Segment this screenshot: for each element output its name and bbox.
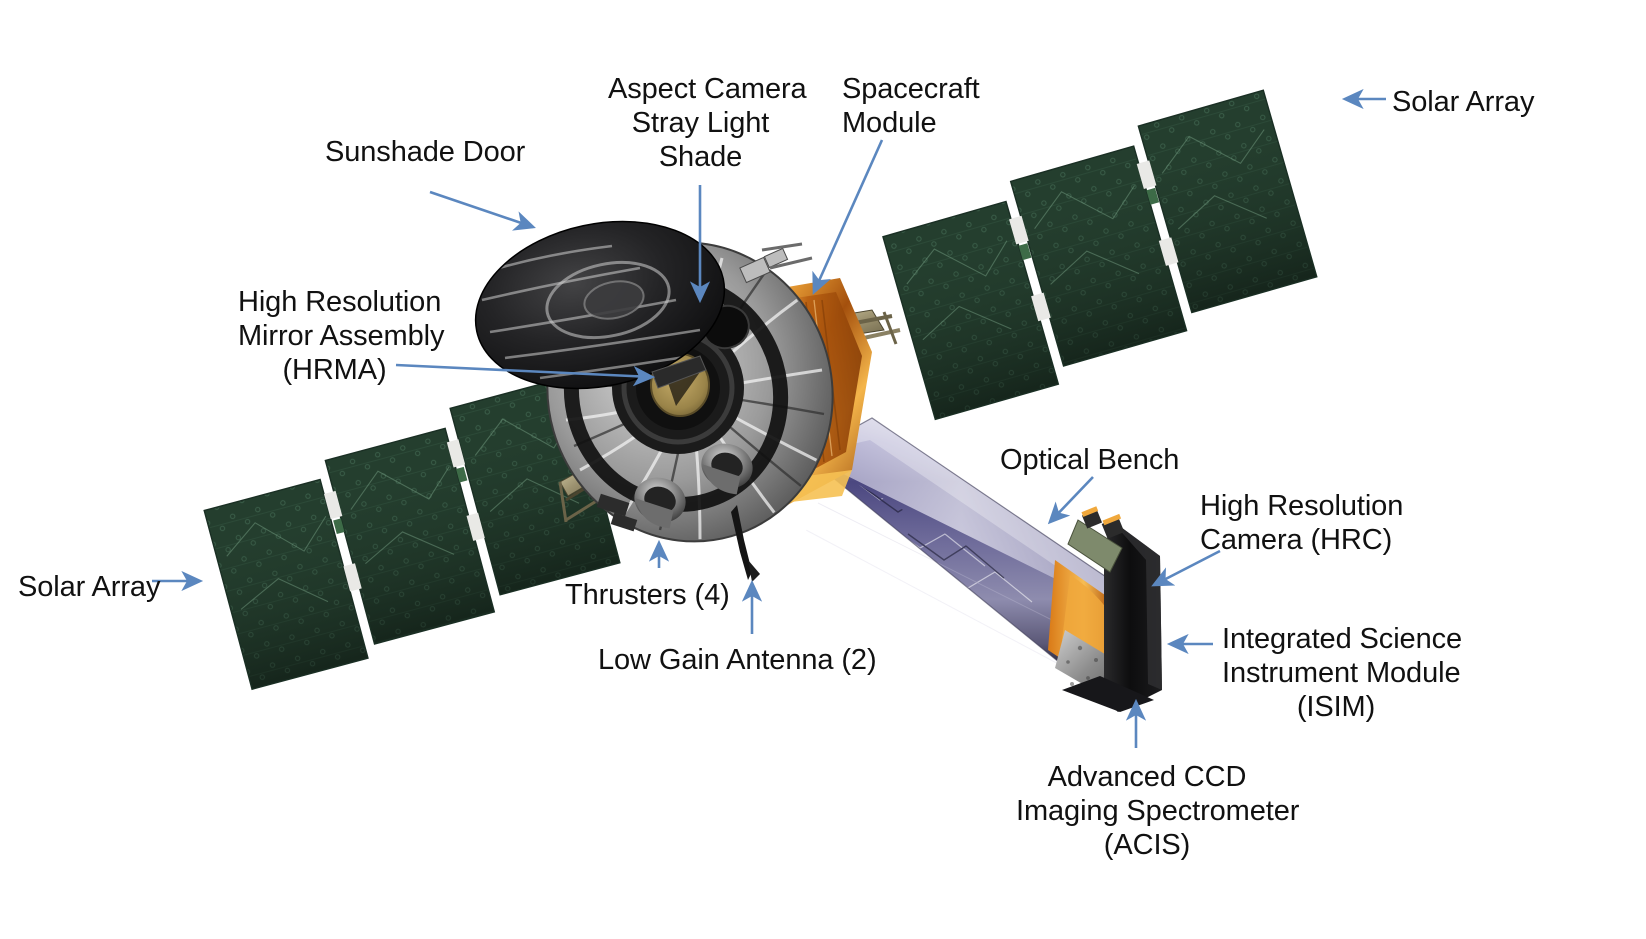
thrusters-graphic [596, 443, 753, 532]
label-low-gain-antenna: Low Gain Antenna (2) [598, 644, 877, 676]
label-optical-bench: Optical Bench [1000, 444, 1180, 476]
label-spacecraft-module: Spacecraft Module [842, 73, 980, 139]
label-isim: Integrated Science Instrument Module (IS… [1222, 623, 1463, 723]
label-hrma: High Resolution Mirror Assembly (HRMA) [238, 286, 445, 386]
label-solar-array-left: Solar Array [18, 571, 161, 603]
label-thrusters: Thrusters (4) [565, 579, 730, 611]
optical-bench-graphic [803, 417, 1119, 669]
low-gain-antenna-graphic [731, 505, 760, 582]
label-hrc: High Resolution Camera (HRC) [1200, 490, 1404, 556]
isim-graphic [1048, 506, 1162, 712]
label-sunshade-door: Sunshade Door [325, 136, 526, 168]
label-aspect-camera: Aspect Camera Stray Light Shade [608, 73, 807, 173]
label-solar-array-right: Solar Array [1392, 86, 1535, 118]
label-acis: Advanced CCD Imaging Spectrometer (ACIS) [1016, 761, 1300, 861]
